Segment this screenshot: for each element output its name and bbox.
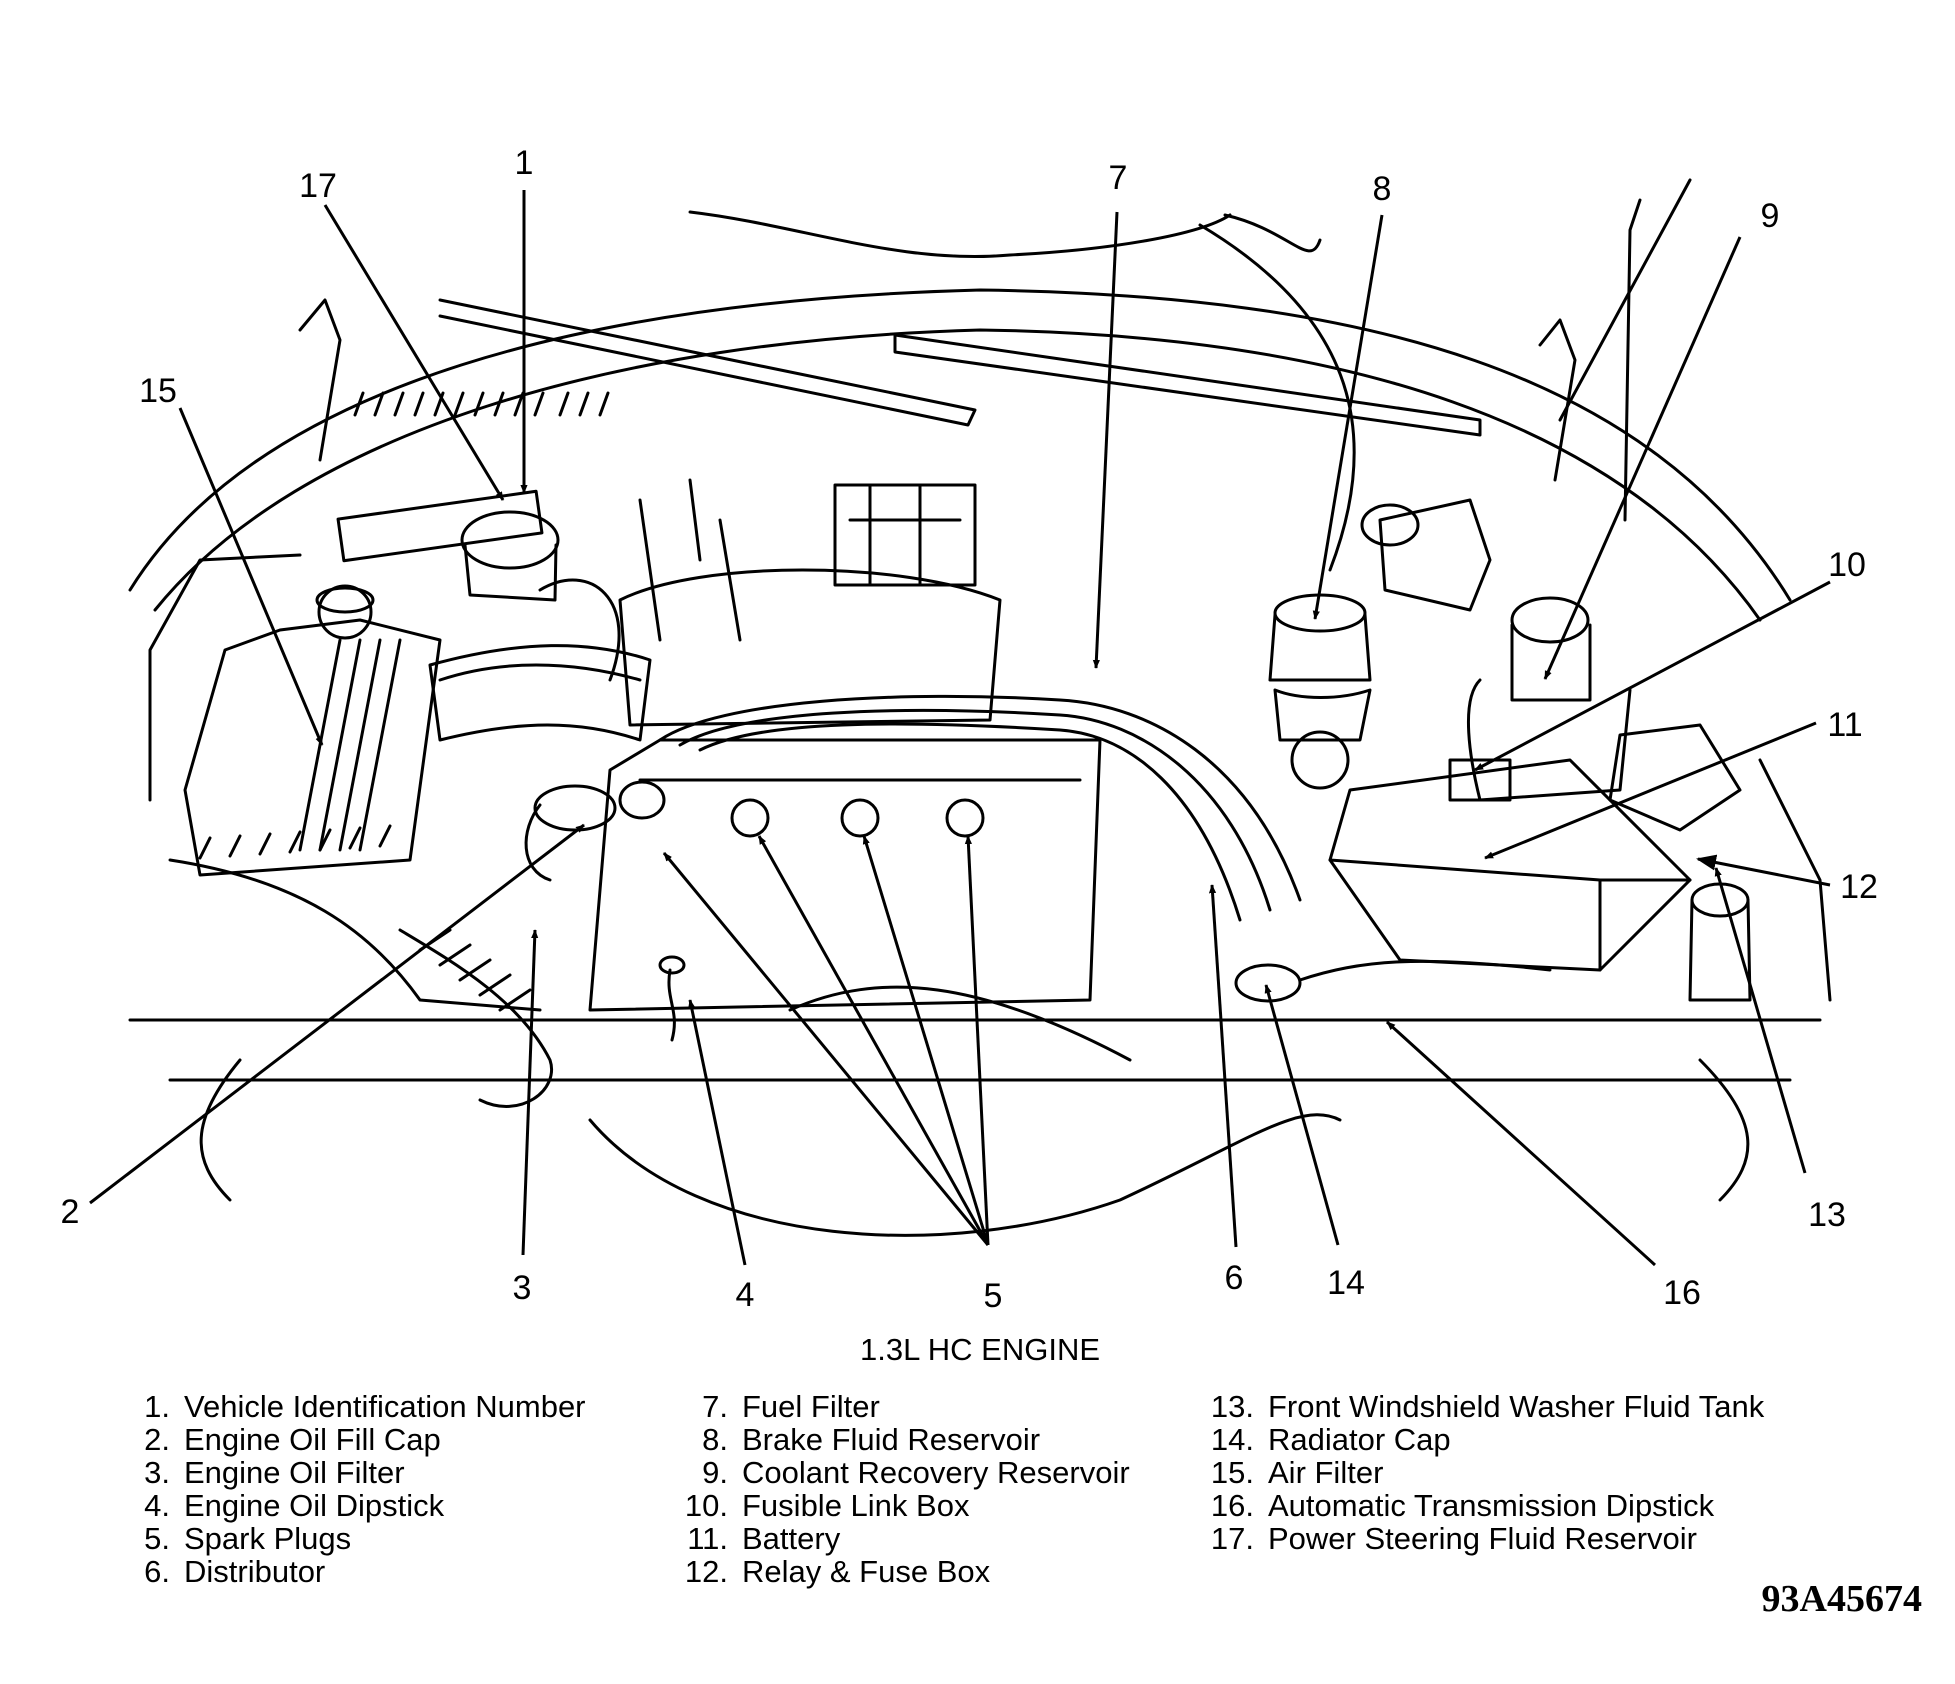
leader-15 <box>178 407 324 746</box>
legend-column-2: 7.Fuel Filter 8.Brake Fluid Reservoir 9.… <box>676 1390 1130 1588</box>
legend-item: 2.Engine Oil Fill Cap <box>144 1422 441 1457</box>
legend-item: 10.Fusible Link Box <box>684 1488 970 1523</box>
legend-item: 12.Relay & Fuse Box <box>684 1554 991 1589</box>
callout-15: 15 <box>139 372 177 410</box>
legend-column-1: 1.Vehicle Identification Number 2.Engine… <box>118 1389 586 1589</box>
leader-3 <box>521 929 539 1256</box>
leader-16 <box>1385 1020 1657 1267</box>
legend-item: 16.Automatic Transmission Dipstick <box>1210 1488 1715 1523</box>
leader-14 <box>1264 984 1340 1246</box>
leader-5a <box>662 852 990 1246</box>
callout-4: 4 <box>735 1276 755 1314</box>
leader-lines <box>89 190 1831 1267</box>
leader-4 <box>688 999 747 1266</box>
callout-6: 6 <box>1224 1259 1244 1297</box>
leader-8 <box>1312 214 1384 620</box>
callout-1: 1 <box>514 144 534 182</box>
figure-code: 93A45674 <box>1761 1578 1922 1620</box>
legend-item: 14.Radiator Cap <box>1210 1422 1451 1457</box>
legend-item: 8.Brake Fluid Reservoir <box>702 1422 1041 1457</box>
callout-2: 2 <box>60 1193 80 1231</box>
callout-8: 8 <box>1372 170 1392 208</box>
leader-5b <box>757 835 990 1246</box>
callout-5: 5 <box>983 1277 1003 1315</box>
callout-10: 10 <box>1828 546 1866 584</box>
legend-item: 13.Front Windshield Washer Fluid Tank <box>1210 1389 1765 1424</box>
legend-item: 11.Battery <box>687 1521 841 1556</box>
leader-10 <box>1474 580 1831 772</box>
leader-9 <box>1543 236 1742 680</box>
leader-6 <box>1208 884 1238 1248</box>
leader-2 <box>89 823 585 1205</box>
callout-16: 16 <box>1663 1274 1701 1312</box>
leader-7 <box>1092 211 1119 669</box>
legend-item: 3.Engine Oil Filter <box>144 1455 405 1490</box>
legend-column-3: 13.Front Windshield Washer Fluid Tank 14… <box>1202 1390 1764 1555</box>
leader-11 <box>1484 721 1817 860</box>
callout-17: 17 <box>299 167 337 205</box>
leader-13 <box>1714 867 1807 1174</box>
leader-5c <box>862 835 990 1246</box>
engine-bay-illustration <box>128 178 1832 1237</box>
legend-item: 6.Distributor <box>144 1554 326 1589</box>
callout-14: 14 <box>1327 1264 1365 1302</box>
callout-13: 13 <box>1808 1196 1846 1234</box>
legend-item: 15.Air Filter <box>1210 1455 1384 1490</box>
legend-item: 1.Vehicle Identification Number <box>144 1389 586 1424</box>
legend-item: 7.Fuel Filter <box>702 1389 880 1424</box>
leader-17 <box>323 204 505 501</box>
callout-12: 12 <box>1840 868 1878 906</box>
callout-11: 11 <box>1827 706 1863 744</box>
legend-item: 4.Engine Oil Dipstick <box>144 1488 445 1523</box>
callout-7: 7 <box>1108 159 1128 197</box>
callout-9: 9 <box>1760 197 1780 235</box>
legend-item: 9.Coolant Recovery Reservoir <box>702 1455 1130 1490</box>
legend-item: 17.Power Steering Fluid Reservoir <box>1210 1521 1698 1556</box>
figure-caption: 1.3L HC ENGINE <box>859 1332 1101 1367</box>
callout-3: 3 <box>512 1269 532 1307</box>
legend-item: 5.Spark Plugs <box>144 1521 352 1556</box>
leader-12 <box>1696 854 1831 887</box>
leader-5d <box>964 835 990 1246</box>
